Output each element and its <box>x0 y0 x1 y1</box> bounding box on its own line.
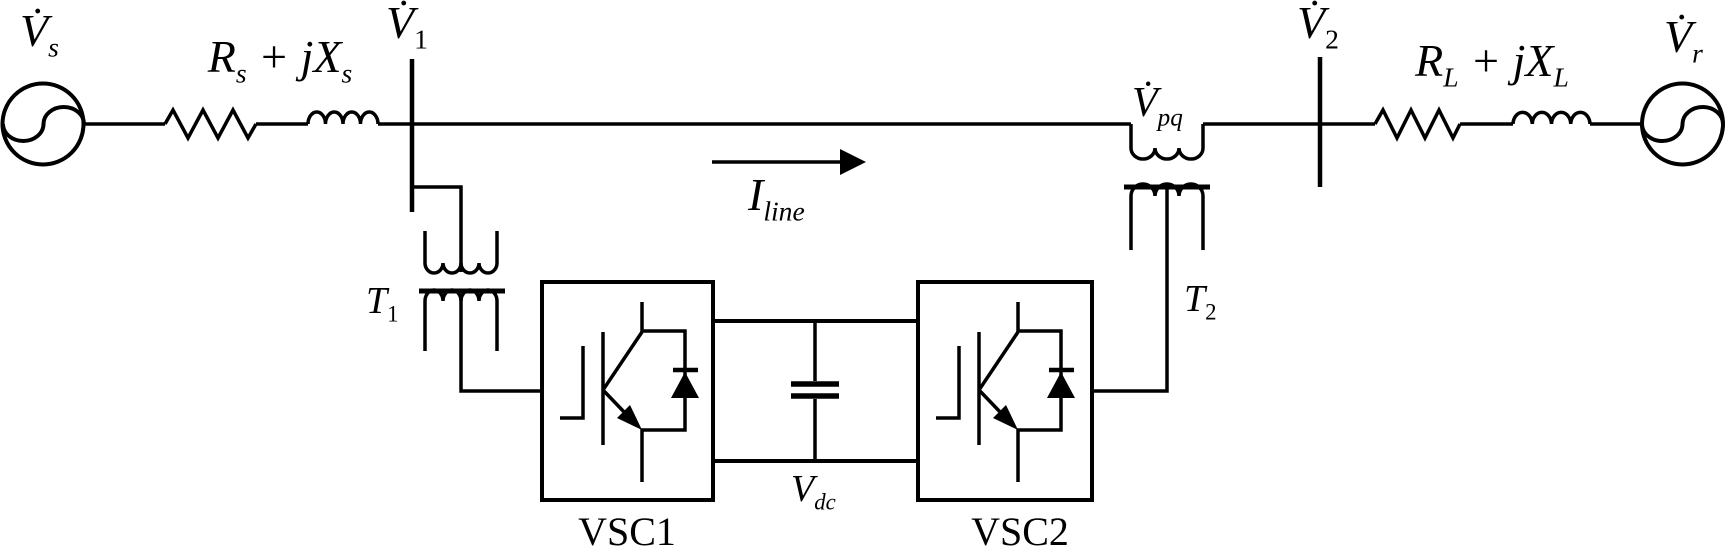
label-source-voltage-vr: V̇r <box>1664 11 1703 69</box>
transformer-t2-icon <box>1124 124 1210 250</box>
label-bus1-voltage: V̇1 <box>386 0 428 55</box>
line-current-arrow-icon <box>712 149 866 175</box>
dc-capacitor-icon <box>791 321 839 461</box>
vsc1-box <box>540 280 715 502</box>
label-source-voltage-vs: V̇s <box>20 5 59 63</box>
dc-link <box>713 319 918 463</box>
resistor-rs-icon <box>163 106 258 142</box>
inductor-xl-icon <box>1511 110 1592 125</box>
label-converter-vsc1: VSC1 <box>578 509 676 553</box>
label-line-current: Iline <box>748 169 805 227</box>
resistor-rl-icon <box>1373 106 1462 142</box>
inductor-xs-icon <box>306 110 380 125</box>
wire-vsc2-to-t2 <box>1092 188 1169 393</box>
label-impedance-rs-xs: Rs + jXs <box>207 31 353 89</box>
ac-source-left-icon <box>0 81 86 167</box>
label-impedance-rl-xl: RL + jXL <box>1415 35 1569 93</box>
label-transformer-t1: T1 <box>366 280 399 327</box>
label-converter-vsc2: VSC2 <box>971 509 1069 553</box>
label-dc-voltage: Vdc <box>791 468 836 515</box>
label-bus2-voltage: V̇2 <box>1297 0 1339 55</box>
igbt-diode-icon-vsc2 <box>936 302 1075 482</box>
igbt-diode-icon-vsc1 <box>560 302 699 482</box>
label-transformer-t2: T2 <box>1184 278 1217 325</box>
ac-source-right-icon <box>1640 81 1725 167</box>
label-series-injected-voltage: V̇pq <box>1132 80 1183 132</box>
transformer-t1-icon <box>412 185 542 393</box>
